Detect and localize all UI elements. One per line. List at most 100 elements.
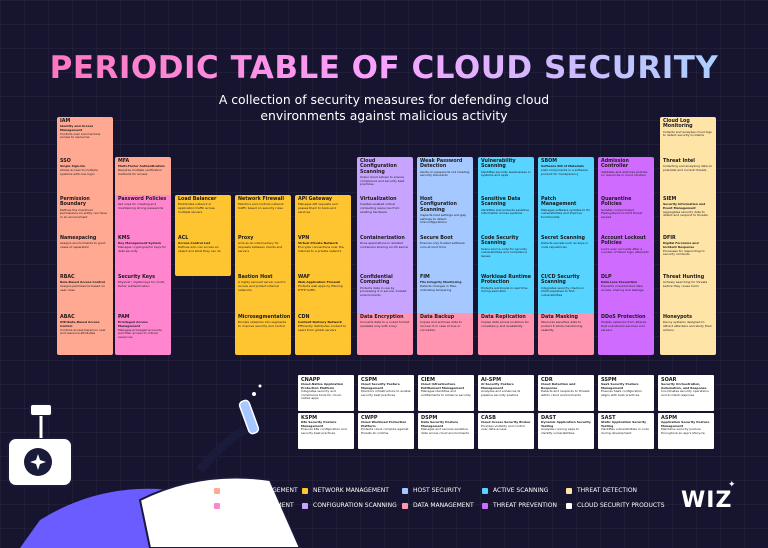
- element-name: Password Policies: [118, 197, 167, 202]
- product-name: SAST: [601, 415, 616, 421]
- legend-label: DATA MANAGEMENT: [413, 502, 474, 509]
- product-description: Integrates security and compliance tools…: [301, 389, 342, 401]
- element-name: Containerization: [360, 236, 405, 241]
- product-subtitle: Cloud-Native Application Protection Plat…: [301, 382, 343, 390]
- element-subtitle: Multi-Factor Authentication: [118, 164, 165, 169]
- element-name: Admission Controller: [601, 159, 629, 170]
- element-description: Encrypts connections over the internet t…: [298, 245, 344, 253]
- element-description: Ensures only trusted software runs at bo…: [420, 241, 465, 249]
- product-description: Analyzes and enhances AI pipeline securi…: [481, 389, 521, 397]
- product-description: Coordinates security operations and inci…: [661, 389, 709, 397]
- element-name: Host Configuration Scanning: [420, 197, 457, 213]
- product-name: CIEM: [421, 377, 435, 383]
- element-subtitle: Security Information and Event Managemen…: [663, 202, 706, 210]
- poster-title: PERIODIC TABLE OF CLOUD SECURITY: [0, 50, 768, 86]
- element-name: DFIR: [663, 236, 676, 241]
- element-description: Creates isolated virtual computing resou…: [360, 202, 400, 214]
- element-subtitle: Access Control List: [178, 241, 211, 246]
- element-name: VPN: [298, 236, 310, 241]
- element-description: Copies and archives data to recover it i…: [420, 320, 462, 332]
- element-subtitle: Key Management System: [118, 241, 161, 246]
- product-subtitle: Cloud Access Security Broker: [481, 420, 531, 424]
- product-name: DSPM: [421, 415, 438, 421]
- legend-swatch: [302, 503, 308, 509]
- element-description: Distributes network or application traff…: [178, 202, 215, 214]
- product-name: AI-SPM: [481, 377, 502, 383]
- element-description: Defines who can access an object and wha…: [178, 245, 221, 253]
- product-description: Maintains security posture throughout an…: [661, 427, 705, 435]
- element-name: ABAC: [60, 315, 75, 320]
- product-name: KSPM: [301, 415, 318, 421]
- element-description: Alerts on passwords not meeting security…: [420, 169, 470, 178]
- element-name: Permission Boundary: [60, 197, 90, 208]
- product-name: SOAR: [661, 377, 677, 383]
- element-name: WAF: [298, 275, 311, 280]
- element-description: A highly secured server used to access a…: [238, 280, 286, 292]
- element-description: Collecting and analyzing data on potenti…: [663, 164, 713, 172]
- element-name: FIM: [420, 275, 430, 280]
- element-description: Defines the maximum permissions an entit…: [60, 207, 107, 219]
- product-name: CNAPP: [301, 377, 321, 383]
- element-name: Secret Scanning: [541, 236, 585, 241]
- element-name: Data Backup: [420, 315, 455, 320]
- legend-label: THREAT PREVENTION: [493, 502, 557, 509]
- element-subtitle: Data Loss Prevention: [601, 280, 638, 285]
- product-subtitle: Cloud Infrastructure Entitlement Managem…: [421, 382, 465, 390]
- product-subtitle: Cloud Workload Protection Platform: [361, 420, 407, 428]
- element-description: Runs applications in isolated containers…: [360, 241, 409, 249]
- legend-label: CLOUD SECURITY PRODUCTS: [577, 502, 665, 509]
- element-name: API Gateway: [298, 197, 333, 202]
- element-description: Decoy systems designed to attract attack…: [663, 320, 712, 332]
- element-name: Patch Management: [541, 197, 577, 208]
- element-name: Proxy: [238, 236, 254, 241]
- product-description: Provides visibility and control over dat…: [481, 423, 525, 432]
- element-description: Acts as an intermediary for requests bet…: [238, 241, 283, 253]
- legend-label: CONFIGURATION SCANNING: [313, 502, 397, 509]
- element-subtitle: Privileged Access Management: [118, 320, 148, 328]
- element-name: CDN: [298, 315, 310, 320]
- element-name: Sensitive Data Scanning: [481, 197, 521, 208]
- product-subtitle: AI Security Posture Management: [481, 382, 514, 390]
- element-name: Account Lockout Policies: [601, 236, 646, 247]
- element-description: Manages API requests and passes them to …: [298, 202, 338, 214]
- element-name: Threat Hunting: [663, 275, 705, 280]
- legend-label: THREAT DETECTION: [577, 487, 638, 494]
- element-description: Allows access to multiple systems with o…: [60, 168, 98, 176]
- element-subtitle: Digital Forensics and Incident Response: [663, 241, 699, 249]
- sparkle-icon: ✦: [728, 480, 736, 490]
- element-description: Scans cloud setups to ensure compliance …: [360, 175, 405, 187]
- element-name: RBAC: [60, 275, 75, 280]
- element-subtitle: Role-Based Access Control: [60, 280, 105, 285]
- element-name: Bastion Host: [238, 275, 273, 280]
- element-description: Physical / digital keys for multi-factor…: [118, 280, 165, 288]
